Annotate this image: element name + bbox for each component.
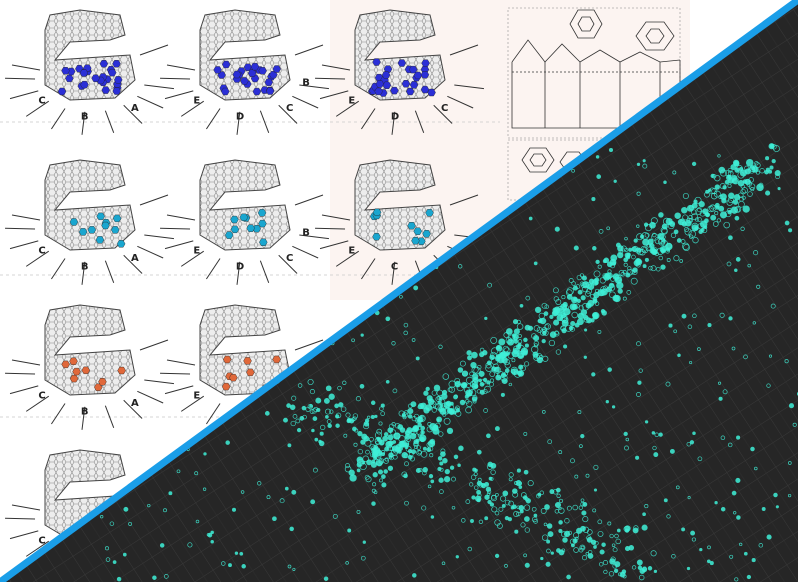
tiling-diagram: E D C B — [160, 9, 330, 135]
segment-label: D — [236, 112, 244, 123]
segment-label: E — [348, 246, 355, 257]
segment-label: A — [131, 398, 139, 409]
segment-label: C — [38, 96, 45, 107]
segment-label: B — [302, 77, 310, 88]
segment-label: C — [391, 262, 398, 273]
segment-label: C — [38, 246, 45, 257]
tiling-diagram: C B A — [5, 9, 175, 135]
segment-label: C — [38, 391, 45, 402]
segment-label: A — [131, 253, 139, 264]
segment-label: E — [348, 96, 355, 107]
segment-label: E — [193, 96, 200, 107]
segment-label: C — [286, 253, 293, 264]
segment-label: D — [391, 112, 399, 123]
segment-label: A — [131, 103, 139, 114]
tiling-diagram: E D C — [315, 9, 485, 135]
segment-label: E — [193, 391, 200, 402]
segment-label: E — [193, 246, 200, 257]
tiling-diagram: E D C B — [160, 159, 330, 285]
tiling-diagram: EC — [315, 159, 485, 285]
packaging-template — [507, 7, 681, 201]
tiling-diagram: C B A — [5, 304, 175, 430]
segment-label: B — [81, 407, 89, 418]
segment-label: B — [81, 112, 89, 123]
segment-label: B — [81, 262, 89, 273]
segment-label: C — [441, 103, 448, 114]
tiling-diagram: C B A — [5, 159, 175, 285]
segment-label: D — [236, 262, 244, 273]
segment-label: C — [286, 103, 293, 114]
segment-label: B — [302, 227, 310, 238]
segment-label: C — [38, 536, 45, 547]
